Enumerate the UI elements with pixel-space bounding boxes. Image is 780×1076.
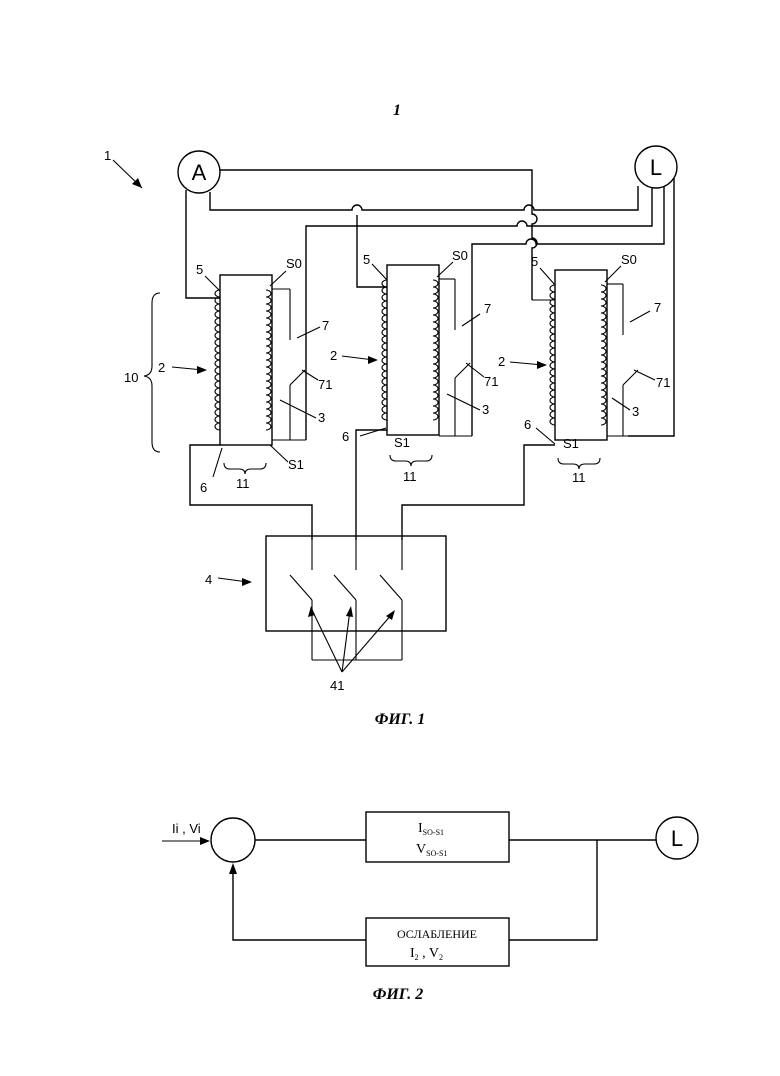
u1-label-5: 5 bbox=[196, 262, 203, 277]
u3-label-6: 6 bbox=[524, 417, 531, 432]
u2-label-11: 11 bbox=[403, 469, 417, 484]
u2-label-6: 6 bbox=[342, 429, 349, 444]
summing-node bbox=[211, 818, 255, 862]
unit-3: 5 S0 7 2 71 3 6 S1 11 bbox=[402, 252, 670, 540]
u2-label-7: 7 bbox=[484, 301, 491, 316]
transfer-line-2: VSO-S1 bbox=[416, 842, 447, 858]
u1-label-7: 7 bbox=[322, 318, 329, 333]
top-wiring bbox=[186, 170, 674, 440]
u1-label-11: 11 bbox=[236, 476, 250, 491]
u3-label-2: 2 bbox=[498, 354, 505, 369]
u2-label-2: 2 bbox=[330, 348, 337, 363]
u3-label-s1: S1 bbox=[563, 436, 579, 451]
u1-label-s1: S1 bbox=[288, 457, 304, 472]
u3-label-71: 71 bbox=[656, 375, 670, 390]
figure-2: Ii , Vi ISO-S1 VSO-S1 L ОСЛАБЛЕНИЕ I2 , … bbox=[162, 812, 698, 1003]
source-label: A bbox=[192, 160, 207, 185]
fig2-load-label: L bbox=[671, 826, 683, 851]
page-number: 1 bbox=[393, 102, 401, 119]
assembly-label: 1 bbox=[104, 148, 111, 163]
u2-label-71: 71 bbox=[484, 374, 498, 389]
fig2-load-node: L bbox=[656, 817, 698, 859]
fig2-caption: ФИГ. 2 bbox=[373, 986, 424, 1003]
unit-2: 5 S0 7 2 71 3 6 S1 11 bbox=[330, 248, 498, 540]
switches-label: 41 bbox=[330, 678, 344, 693]
u2-label-s1: S1 bbox=[394, 435, 410, 450]
transfer-line-1: ISO-S1 bbox=[418, 821, 444, 837]
attenuation-title: ОСЛАБЛЕНИЕ bbox=[397, 927, 477, 941]
load-label: L bbox=[650, 155, 662, 180]
switch-block: 4 41 bbox=[205, 536, 446, 693]
switch-block-label: 4 bbox=[205, 572, 212, 587]
source-node: A bbox=[178, 151, 220, 193]
u3-label-3: 3 bbox=[632, 404, 639, 419]
u2-label-5: 5 bbox=[363, 252, 370, 267]
fig1-caption: ФИГ. 1 bbox=[375, 711, 426, 728]
u2-label-s0: S0 bbox=[452, 248, 468, 263]
u3-label-5: 5 bbox=[531, 254, 538, 269]
u1-label-6: 6 bbox=[200, 480, 207, 495]
load-node: L bbox=[635, 146, 677, 188]
u1-label-3: 3 bbox=[318, 410, 325, 425]
u3-label-7: 7 bbox=[654, 300, 661, 315]
fig2-input-label: Ii , Vi bbox=[172, 821, 201, 836]
transfer-block: ISO-S1 VSO-S1 bbox=[366, 812, 509, 862]
u2-label-3: 3 bbox=[482, 402, 489, 417]
group-label: 10 bbox=[124, 370, 138, 385]
figure-1: 1 A L bbox=[104, 146, 677, 728]
u3-label-s0: S0 bbox=[621, 252, 637, 267]
u1-label-2: 2 bbox=[158, 360, 165, 375]
assembly-arrow bbox=[113, 160, 142, 188]
attenuation-block: ОСЛАБЛЕНИЕ I2 , V2 bbox=[366, 918, 509, 966]
u1-label-71: 71 bbox=[318, 377, 332, 392]
u1-label-s0: S0 bbox=[286, 256, 302, 271]
u3-label-11: 11 bbox=[572, 470, 586, 485]
group-brace: 10 bbox=[124, 293, 160, 452]
attenuation-values: I2 , V2 bbox=[410, 946, 443, 962]
